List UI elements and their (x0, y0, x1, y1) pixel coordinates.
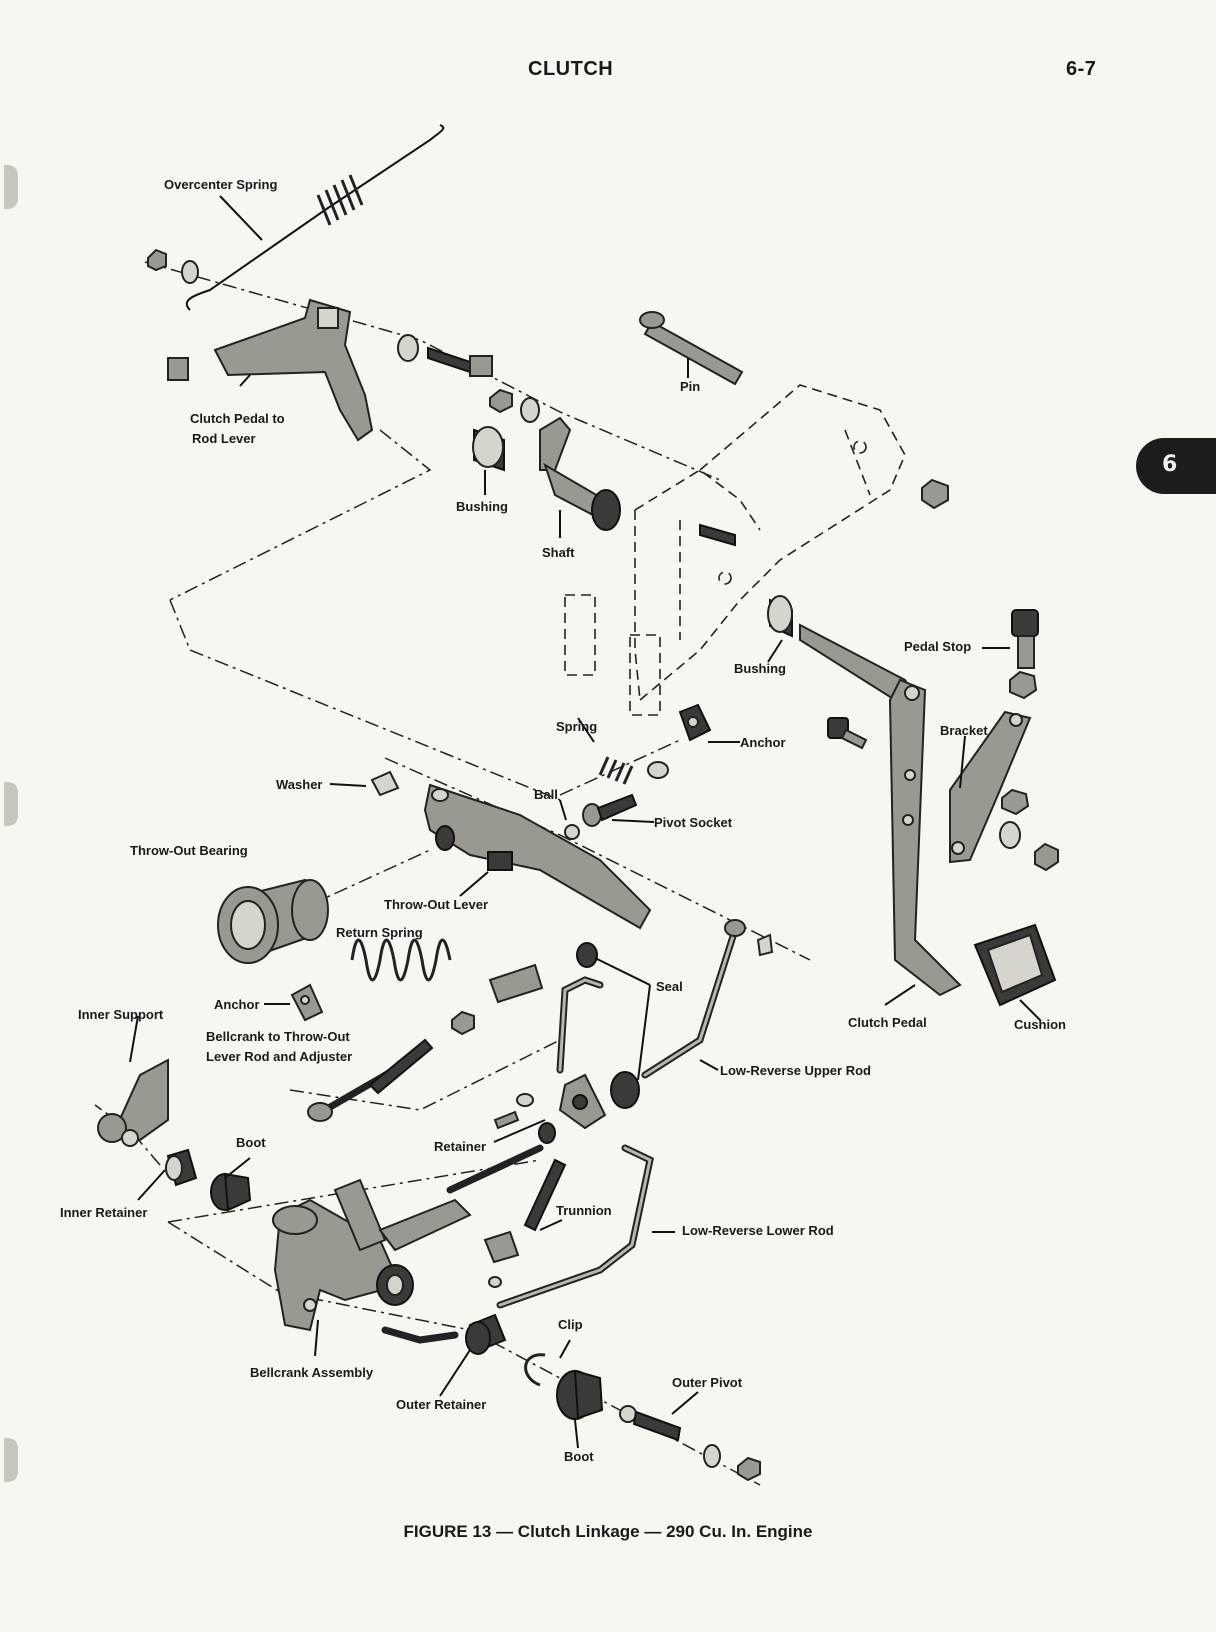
label-outer-retainer: Outer Retainer (396, 1397, 487, 1412)
inner-retainer (165, 1148, 198, 1187)
bushing-lower (767, 595, 793, 638)
pivot-socket (582, 793, 638, 827)
bushing-upper (472, 426, 505, 472)
label-anchor-upper: Anchor (740, 735, 786, 750)
trunnion-rod (446, 1144, 567, 1288)
label-throwout-lever: Throw-Out Lever (384, 897, 489, 912)
clutch-pedal-to-rod-lever (167, 298, 374, 442)
anchor-lower (290, 983, 324, 1022)
page-number: 6-7 (1066, 58, 1097, 80)
label-shaft: Shaft (542, 545, 575, 560)
label-low-reverse-upper-rod: Low-Reverse Upper Rod (720, 1063, 871, 1078)
label-pivot-socket: Pivot Socket (654, 815, 733, 830)
label-anchor-lower: Anchor (214, 997, 260, 1012)
label-ball: Ball (534, 787, 558, 802)
label-bushing-upper: Bushing (456, 499, 508, 514)
nut-washer-shaft (489, 388, 540, 423)
label-pin: Pin (680, 379, 701, 394)
bellcrank-assembly (272, 1178, 472, 1344)
ball (564, 824, 580, 840)
label-inner-retainer: Inner Retainer (60, 1205, 148, 1220)
label-boot-upper: Boot (236, 1135, 266, 1150)
label-clutch-pedal-to-rod-lever-2: Rod Lever (192, 431, 256, 446)
boot-lower (556, 1369, 604, 1420)
overcenter-spring (185, 124, 445, 311)
binder-hole (4, 1438, 18, 1482)
seals (576, 942, 640, 1109)
label-inner-support: Inner Support (78, 1007, 164, 1022)
label-trunnion: Trunnion (556, 1203, 612, 1218)
label-washer: Washer (276, 777, 323, 792)
throw-out-lever (423, 783, 652, 930)
label-boot-lower: Boot (564, 1449, 594, 1464)
retainer-plate (493, 1073, 607, 1144)
label-outer-pivot: Outer Pivot (672, 1375, 743, 1390)
anchor-upper (678, 703, 712, 742)
return-spring (350, 938, 452, 982)
rod-adjuster-sleeve (488, 963, 544, 1004)
label-bushing-lower: Bushing (734, 661, 786, 676)
outer-pivot (619, 1405, 761, 1482)
spring-small (598, 756, 669, 785)
leader-lines (129, 195, 1041, 1449)
binder-hole (4, 165, 18, 209)
section-title: CLUTCH (528, 58, 614, 80)
section-tab: 6 (1136, 438, 1216, 494)
shaft (539, 416, 621, 531)
clutch-pedal (799, 623, 962, 997)
label-clip: Clip (558, 1317, 583, 1332)
label-seal: Seal (656, 979, 683, 994)
pedal-stop (1009, 609, 1039, 700)
label-return-spring: Return Spring (336, 925, 423, 940)
section-tab-label: 6 (1162, 452, 1178, 477)
bracket (949, 710, 1059, 872)
adjuster-nut (451, 1010, 475, 1036)
outer-retainer (465, 1313, 507, 1355)
pedal-support-bracket (564, 384, 949, 716)
bolt-near-bracket (827, 717, 868, 750)
binder-hole (4, 782, 18, 826)
low-reverse-lower-rod (496, 1144, 654, 1309)
label-bellcrank-assembly: Bellcrank Assembly (250, 1365, 374, 1380)
low-reverse-upper-rod (556, 919, 774, 1079)
label-cushion: Cushion (1014, 1017, 1066, 1032)
pin (639, 311, 744, 386)
throw-out-bearing (217, 878, 329, 964)
figure-caption: FIGURE 13 — Clutch Linkage — 290 Cu. In.… (403, 1522, 813, 1541)
bolt-washer-lever (397, 334, 493, 377)
label-bellcrank-rod-1: Bellcrank to Throw-Out (206, 1029, 350, 1044)
label-bellcrank-rod-2: Lever Rod and Adjuster (206, 1049, 353, 1064)
label-low-reverse-lower-rod: Low-Reverse Lower Rod (682, 1223, 834, 1238)
clip (524, 1353, 546, 1387)
inner-support (97, 1058, 169, 1147)
label-retainer: Retainer (434, 1139, 487, 1154)
bellcrank-rod (307, 1038, 434, 1122)
label-clutch-pedal-to-rod-lever-1: Clutch Pedal to (190, 411, 285, 426)
label-throwout-bearing: Throw-Out Bearing (130, 843, 248, 858)
pedal-cushion (973, 923, 1057, 1007)
label-pedal-stop: Pedal Stop (904, 639, 972, 654)
boot-upper (210, 1172, 252, 1212)
washer (370, 770, 400, 797)
label-spring: Spring (556, 719, 598, 734)
nut-washer-top (147, 248, 199, 284)
label-bracket: Bracket (940, 723, 988, 738)
label-clutch-pedal: Clutch Pedal (848, 1015, 927, 1030)
label-overcenter-spring: Overcenter Spring (164, 177, 278, 192)
